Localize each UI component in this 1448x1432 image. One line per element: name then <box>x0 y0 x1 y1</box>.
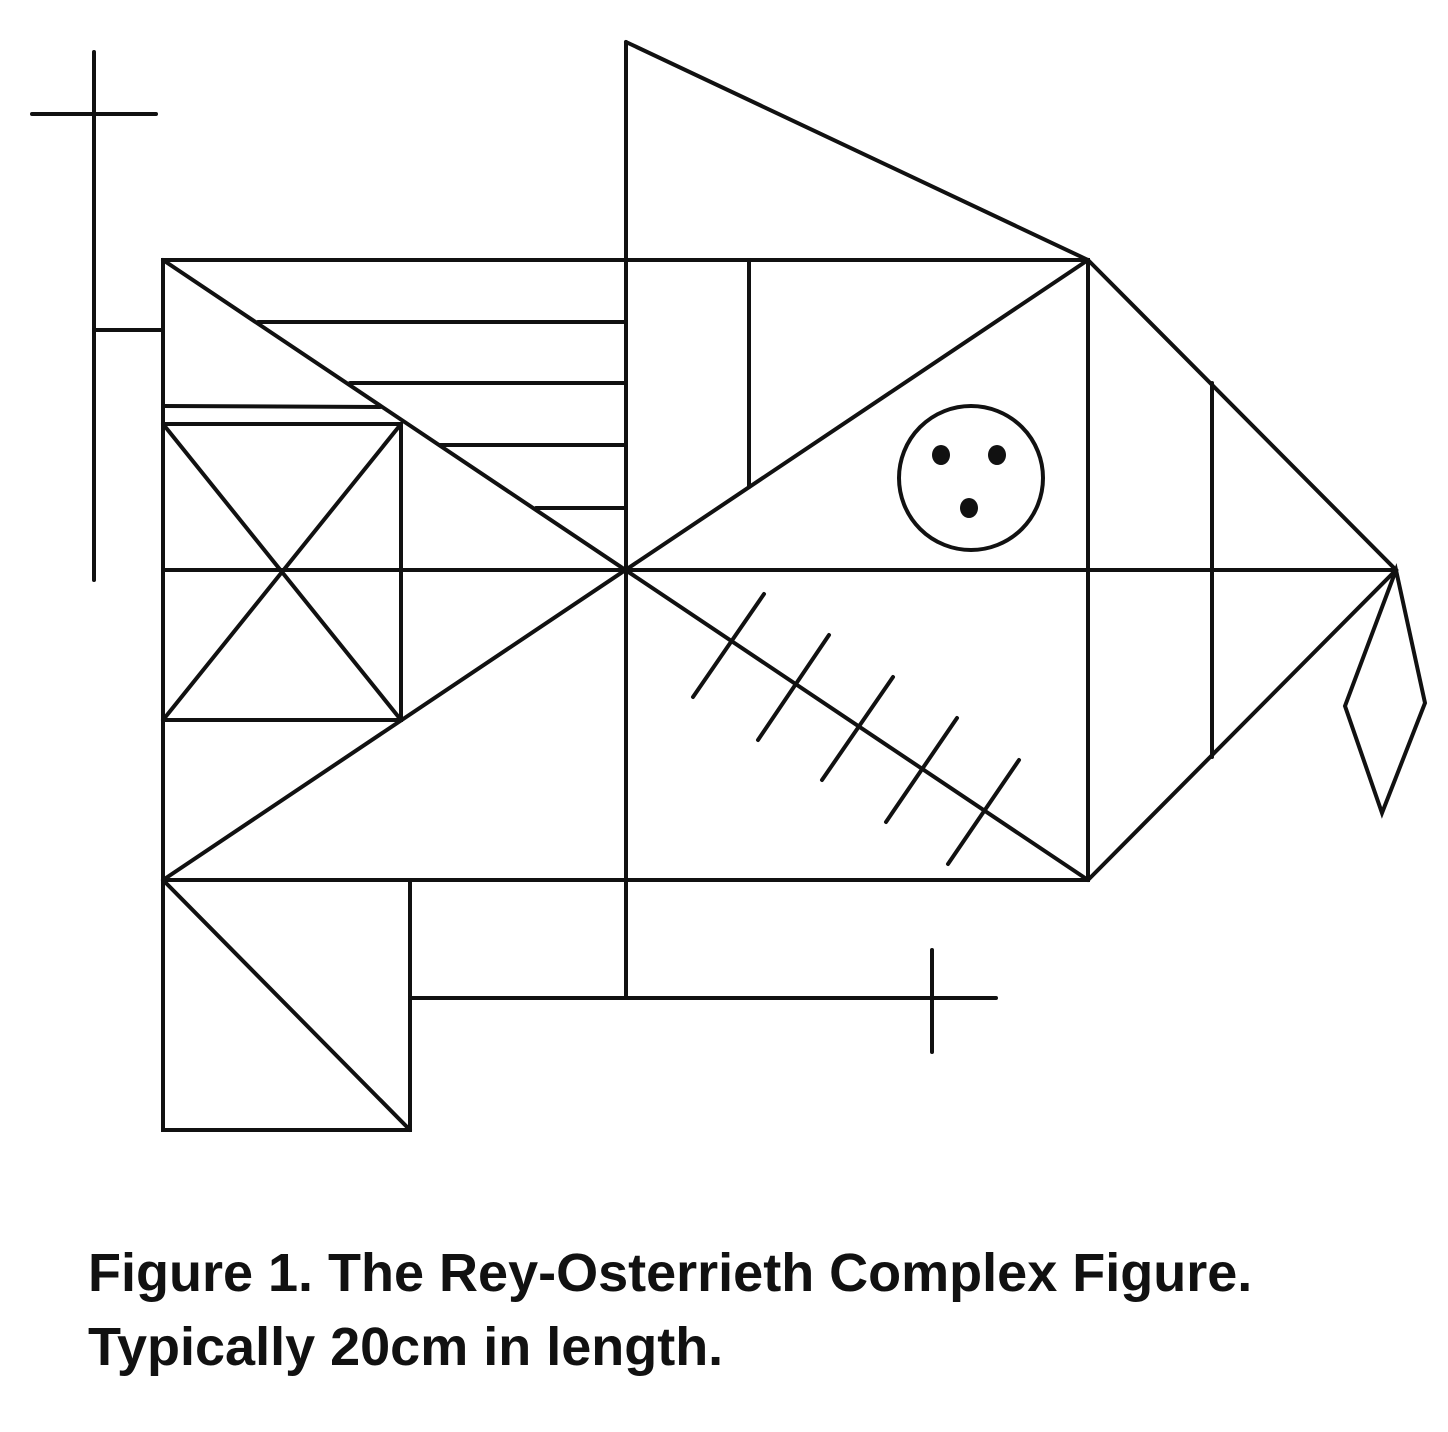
small-square-with-cross <box>161 404 403 722</box>
bottom-square <box>161 878 412 1132</box>
bottom-cross <box>408 948 998 1054</box>
caption-line-2: Typically 20cm in length. <box>88 1317 724 1377</box>
diamond <box>1342 562 1428 819</box>
circle-with-dots <box>897 404 1045 552</box>
tick-marks <box>691 592 1021 866</box>
rey-osterrieth-figure <box>30 40 1428 1132</box>
parallel-lines <box>256 320 628 510</box>
caption-line-1: Figure 1. The Rey-Osterrieth Complex Fig… <box>88 1243 1253 1303</box>
top-left-cross <box>30 50 165 582</box>
top-triangle-edge <box>624 40 1090 262</box>
figure-caption: Figure 1. The Rey-Osterrieth Complex Fig… <box>88 1236 1252 1384</box>
